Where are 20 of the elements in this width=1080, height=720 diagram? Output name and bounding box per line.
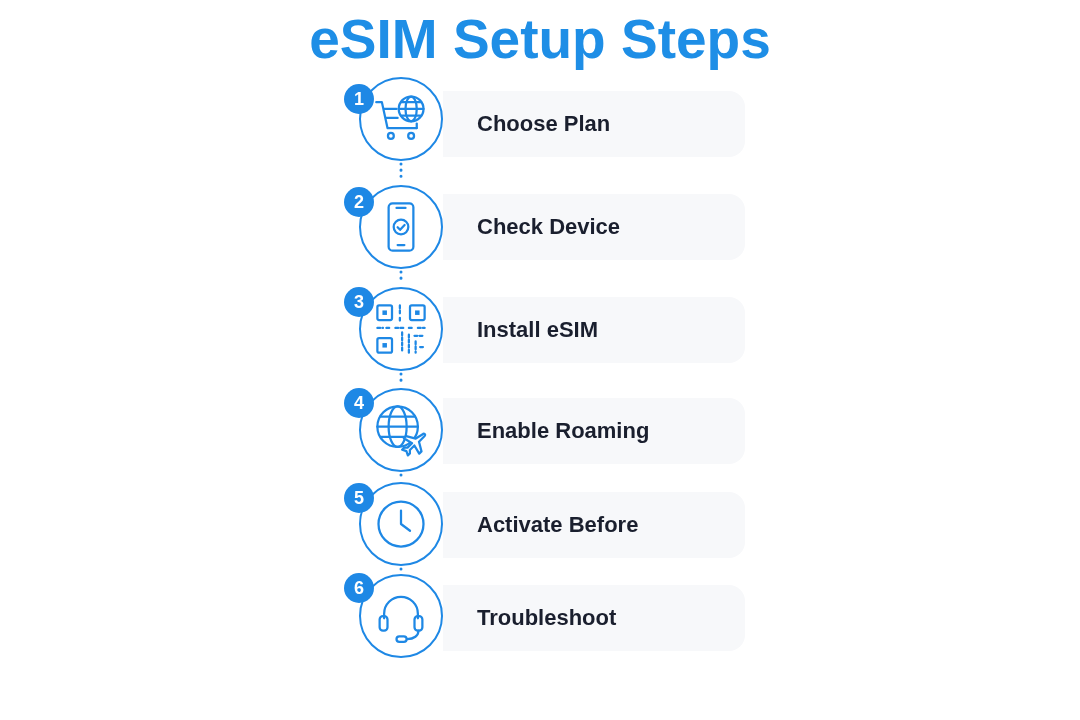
step-label: Install eSIM — [477, 317, 599, 343]
step-number-badge: 3 — [344, 287, 374, 317]
step-number-badge: 6 — [344, 573, 374, 603]
dotted-connector — [399, 567, 403, 573]
step-label: Troubleshoot — [477, 605, 617, 631]
step-label: Enable Roaming — [477, 418, 650, 444]
step-number-badge: 5 — [344, 483, 374, 513]
step-label: Choose Plan — [477, 111, 611, 137]
step-label: Check Device — [477, 214, 621, 240]
step-number-badge: 1 — [344, 84, 374, 114]
step-number-badge: 4 — [344, 388, 374, 418]
step-card — [443, 398, 745, 464]
step-label: Activate Before — [477, 512, 639, 538]
title: eSIM Setup Steps — [309, 7, 771, 71]
step-card — [443, 492, 745, 558]
step-card — [443, 297, 745, 363]
step-card — [443, 194, 745, 260]
step-card — [443, 585, 745, 651]
step-card — [443, 91, 745, 157]
step-number-badge: 2 — [344, 187, 374, 217]
